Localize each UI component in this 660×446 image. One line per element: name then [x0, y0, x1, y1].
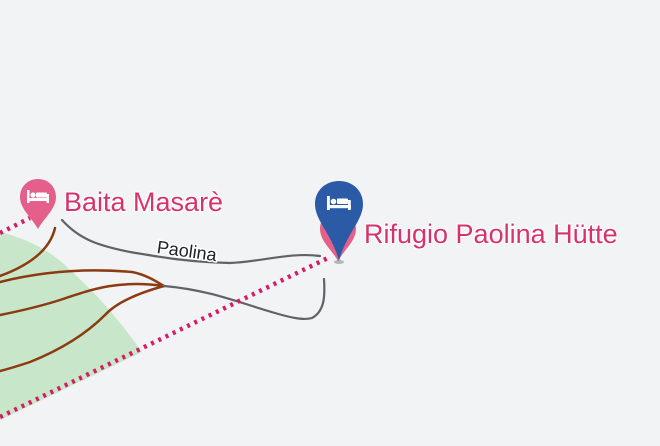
hotel-pin-icon	[20, 179, 56, 229]
poi-marker-baita-masare[interactable]	[18, 178, 58, 235]
road-name-label: Paolina	[156, 237, 219, 265]
poi-label-baita-masare[interactable]: Baita Masarè	[64, 187, 224, 217]
selected-hotel-pin-icon	[315, 181, 363, 264]
hotel-bed-icon	[327, 196, 351, 210]
hiking-trails	[0, 226, 166, 373]
poi-label-rifugio-paolina[interactable]: Rifugio Paolina Hütte	[364, 219, 618, 249]
forest-area	[0, 232, 142, 420]
aerialway-lines	[0, 215, 331, 420]
selected-location-pin[interactable]	[312, 179, 366, 270]
road-paolina	[60, 218, 322, 265]
hotel-bed-icon	[27, 190, 49, 203]
road-loop	[162, 277, 326, 321]
